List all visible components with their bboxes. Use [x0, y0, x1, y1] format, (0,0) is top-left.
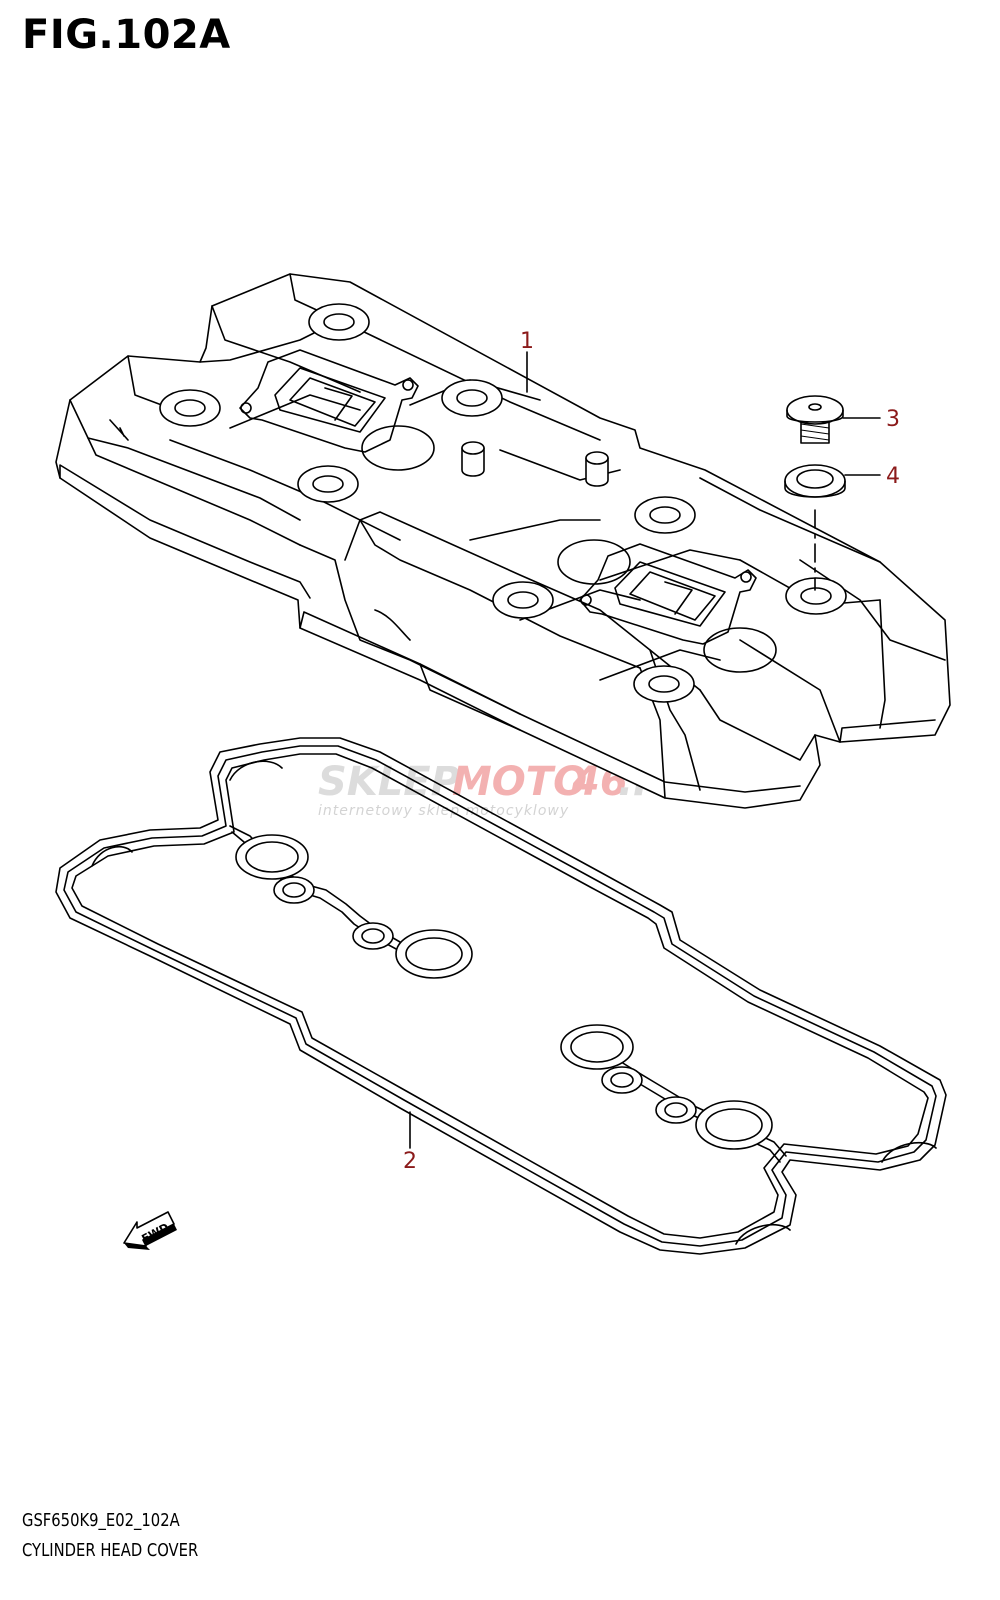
watermark-text-a: SKLEP [318, 759, 460, 805]
figure-code: GSF650K9_E02_102A [22, 1510, 180, 1531]
callout-4: 4 [886, 464, 900, 489]
cover-gasket [55, 737, 947, 1255]
watermark-tagline: internetowy sklep motocyklowy [318, 803, 569, 819]
breather-window-right [557, 539, 777, 673]
figure-name: CYLINDER HEAD COVER [22, 1540, 199, 1561]
fwd-arrow-icon: FWD [123, 1211, 177, 1250]
gasket-plug-seals-left [229, 825, 473, 979]
bolt [786, 395, 844, 444]
callout-1: 1 [520, 329, 534, 354]
washer-seal [784, 464, 846, 498]
watermark-text-b: MOTO [452, 759, 587, 805]
cylinder-head-cover [55, 273, 951, 809]
callout-3: 3 [886, 407, 900, 432]
figure-title: FIG.102A [22, 12, 231, 58]
callout-2: 2 [403, 1149, 417, 1174]
cover-bolt-bosses [159, 303, 847, 703]
breather-window-left [239, 349, 435, 471]
dowel-bosses [461, 441, 609, 487]
callout-leaders [409, 351, 881, 1149]
gasket-plug-seals-right [560, 1024, 787, 1163]
